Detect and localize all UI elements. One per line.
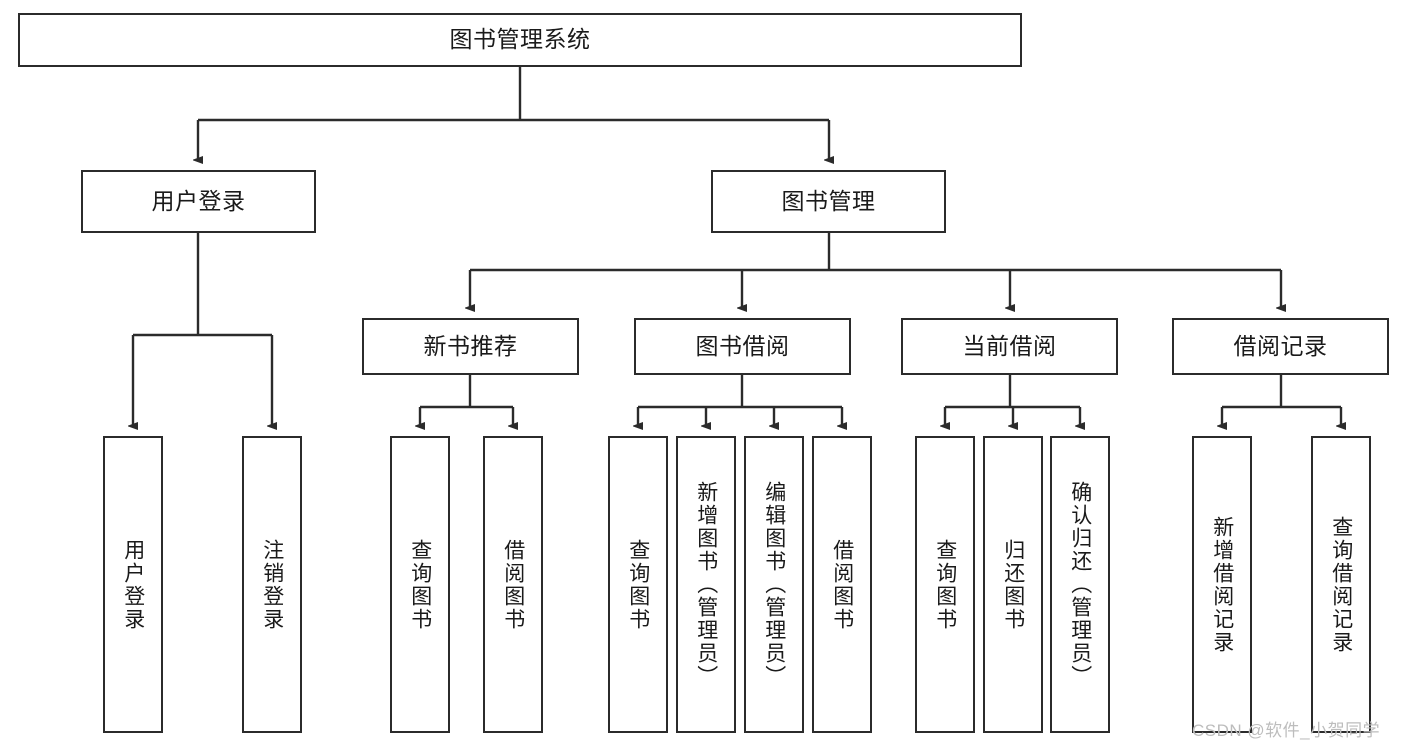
node-new-book-recommend[interactable]: 新书推荐: [362, 318, 579, 375]
node-root-book-management-system[interactable]: 图书管理系统: [18, 13, 1022, 67]
node-label: 新书推荐: [423, 332, 518, 359]
node-current-borrow[interactable]: 当前借阅: [901, 318, 1118, 375]
node-leaf-user-login[interactable]: 用户登录: [103, 436, 163, 733]
node-label: 用户登录: [151, 187, 246, 214]
node-leaf-query-book-2[interactable]: 查询图书: [608, 436, 668, 733]
node-label: 图书管理: [781, 187, 876, 214]
node-label: 查询图书: [933, 538, 957, 631]
node-borrow-record[interactable]: 借阅记录: [1172, 318, 1389, 375]
node-label: 借阅记录: [1233, 332, 1328, 359]
node-label: 编辑图书（管理员）: [762, 481, 786, 688]
node-book-manage[interactable]: 图书管理: [711, 170, 946, 233]
node-book-borrow[interactable]: 图书借阅: [634, 318, 851, 375]
node-leaf-confirm-return[interactable]: 确认归还（管理员）: [1050, 436, 1110, 733]
node-leaf-query-book-1[interactable]: 查询图书: [390, 436, 450, 733]
node-label: 新增借阅记录: [1210, 515, 1234, 654]
node-label: 注销登录: [260, 538, 284, 631]
node-leaf-query-record[interactable]: 查询借阅记录: [1311, 436, 1371, 733]
node-label: 当前借阅: [962, 332, 1057, 359]
node-label: 新增图书（管理员）: [694, 481, 718, 688]
node-label: 借阅图书: [501, 538, 525, 631]
node-leaf-borrow-book-2[interactable]: 借阅图书: [812, 436, 872, 733]
node-label: 查询图书: [626, 538, 650, 631]
node-leaf-borrow-book-1[interactable]: 借阅图书: [483, 436, 543, 733]
csdn-watermark: CSDN @软件_小贺同学: [1192, 721, 1381, 740]
node-label: 借阅图书: [830, 538, 854, 631]
node-leaf-add-record[interactable]: 新增借阅记录: [1192, 436, 1252, 733]
node-label: 查询图书: [408, 538, 432, 631]
node-label: 图书借阅: [695, 332, 790, 359]
node-label: 查询借阅记录: [1329, 515, 1353, 654]
node-label: 确认归还（管理员）: [1068, 481, 1092, 688]
node-leaf-return-book[interactable]: 归还图书: [983, 436, 1043, 733]
node-label: 归还图书: [1001, 538, 1025, 631]
node-label: 用户登录: [121, 538, 145, 631]
node-label: 图书管理系统: [449, 26, 591, 53]
node-user-login[interactable]: 用户登录: [81, 170, 316, 233]
node-leaf-logout-login[interactable]: 注销登录: [242, 436, 302, 733]
node-leaf-query-book-3[interactable]: 查询图书: [915, 436, 975, 733]
node-leaf-add-book[interactable]: 新增图书（管理员）: [676, 436, 736, 733]
node-leaf-edit-book[interactable]: 编辑图书（管理员）: [744, 436, 804, 733]
